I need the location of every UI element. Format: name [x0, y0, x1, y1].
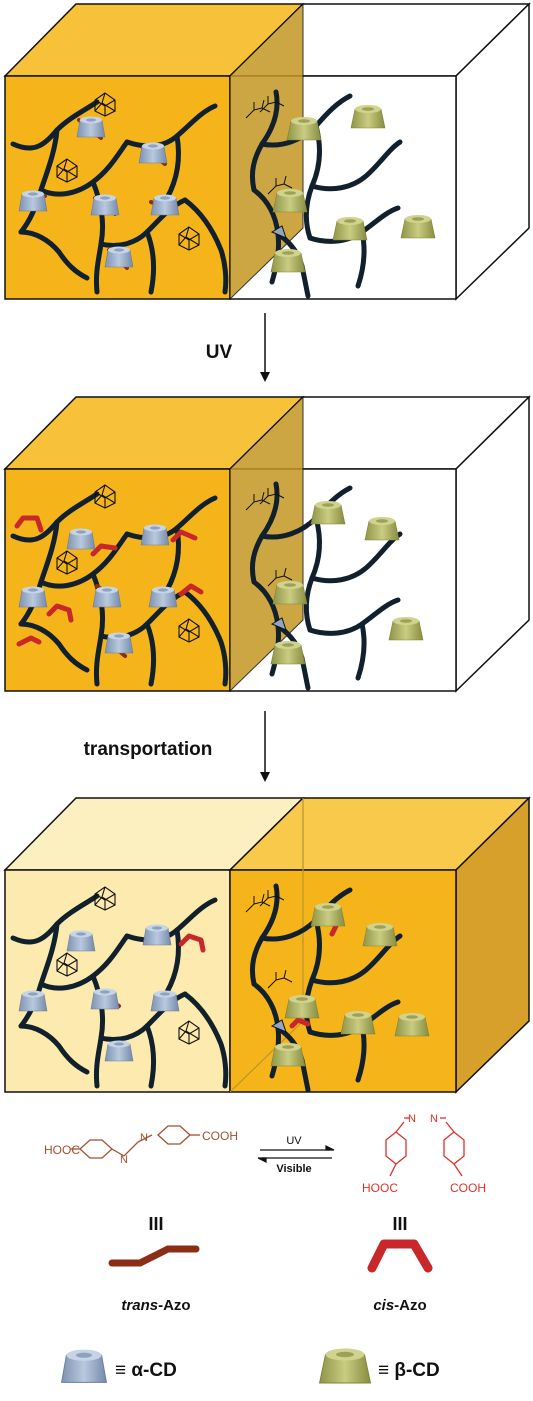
trans-azo-structure	[70, 1125, 200, 1159]
trans-n1-label: N	[120, 1154, 128, 1166]
alpha-cd-legend-icon	[60, 1348, 108, 1384]
scheme-visible-label: Visible	[276, 1163, 311, 1175]
azo-scheme: HOOC N N COOH UV Visible N N HOOC COOH	[44, 1113, 486, 1314]
scheme-uv-label: UV	[286, 1135, 302, 1147]
interface-plane	[229, 2, 304, 301]
panel-after-uv	[3, 395, 531, 693]
trans-equiv-mark: III	[148, 1214, 163, 1234]
uv-label: UV	[206, 342, 233, 363]
cis-hooc-label: HOOC	[362, 1181, 398, 1195]
trans-n2-label: N	[140, 1132, 148, 1144]
cis-cooh-label: COOH	[450, 1181, 486, 1195]
beta-cd-legend-label: ≡ β-CD	[378, 1360, 440, 1381]
beta-cd-legend-icon	[318, 1347, 372, 1384]
legend: ≡ α-CD ≡ β-CD	[60, 1347, 440, 1384]
step-arrow-uv: UV	[206, 313, 270, 382]
cis-azo-icon	[367, 1239, 433, 1273]
transportation-label: transportation	[84, 739, 213, 760]
alpha-cd-legend-label: ≡ α-CD	[115, 1360, 177, 1381]
cis-n2-label: N	[430, 1113, 438, 1125]
equilibrium-arrows	[257, 1145, 335, 1163]
cis-azo-label: cis-Azo	[373, 1297, 426, 1314]
trans-hooc-label: HOOC	[44, 1143, 80, 1157]
trans-cooh-label: COOH	[202, 1129, 238, 1143]
panel-initial	[3, 2, 531, 301]
step-arrow-transport: transportation	[84, 711, 270, 782]
panel-transported	[3, 796, 531, 1094]
cis-n1-label: N	[408, 1113, 416, 1125]
trans-azo-label: trans-Azo	[121, 1297, 190, 1314]
cis-azo-structure	[385, 1117, 465, 1177]
cis-equiv-mark: III	[392, 1214, 407, 1234]
trans-azo-icon	[108, 1245, 200, 1267]
